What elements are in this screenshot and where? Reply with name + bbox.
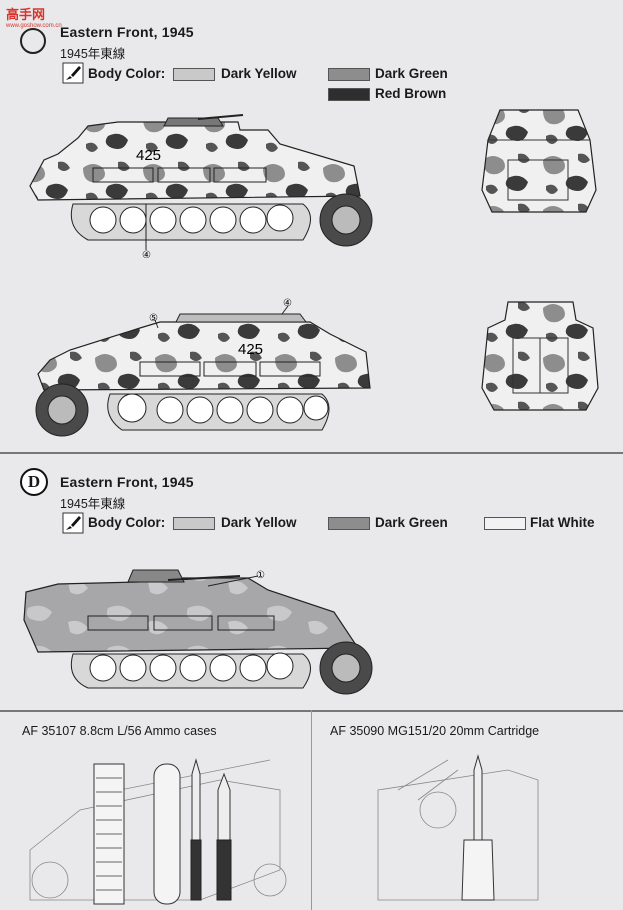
callout-c3: ④ [283,298,292,309]
section-c-subtitle: 1945年東線 [60,47,126,61]
side-number-c1: 425 [136,147,161,164]
brush-icon [62,62,84,89]
section-d-title: Eastern Front, 1945 [60,474,194,490]
color-name-flat-white: Flat White [530,515,595,530]
watermark-bottom: www.goshow.com.cn [6,23,62,29]
swatch-dark-green [328,517,370,530]
section-divider-1 [0,452,623,454]
vehicle-c-front [481,109,597,213]
vehicle-c-rear [481,301,599,411]
callout-c1: ④ [142,250,151,258]
body-color-label: Body Color: [88,515,166,530]
vehicle-c-side-right: 425 ⑤ ④ [35,298,371,437]
vehicle-d-side: ① [23,569,373,695]
section-c-marker [20,28,46,54]
swatch-dark-green [328,68,370,81]
swatch-dark-yellow [173,68,215,81]
color-name-dark-yellow: Dark Yellow [221,66,297,81]
callout-d1: ① [256,570,265,581]
body-color-label: Body Color: [88,66,166,81]
swatch-red-brown [328,88,370,101]
swatch-flat-white [484,517,526,530]
color-name-dark-yellow: Dark Yellow [221,515,297,530]
section-d-letter: D [27,472,41,491]
vehicle-c-side-left: 425 ④ [29,114,373,258]
watermark-top: 高手网 [6,8,46,23]
color-name-red-brown: Red Brown [375,86,447,101]
side-number-c2: 425 [238,341,263,358]
accessory-divider [311,710,312,910]
accessory-label-ammo-cases: AF 35107 8.8cm L/56 Ammo cases [22,724,217,738]
callout-c2: ⑤ [149,313,158,324]
section-c-title: Eastern Front, 1945 [60,24,194,40]
section-d-badge: D [20,468,48,496]
color-name-dark-green: Dark Green [375,66,448,81]
watermark-logo: 高手网 www.goshow.com.cn [6,4,74,29]
brush-icon [62,512,84,539]
ammo-cases-illustration [29,758,287,905]
section-d-subtitle: 1945年東線 [60,497,126,511]
cartridge-illustration [377,754,539,901]
color-name-dark-green: Dark Green [375,515,448,530]
accessory-label-cartridge: AF 35090 MG151/20 20mm Cartridge [330,724,540,738]
swatch-dark-yellow [173,517,215,530]
